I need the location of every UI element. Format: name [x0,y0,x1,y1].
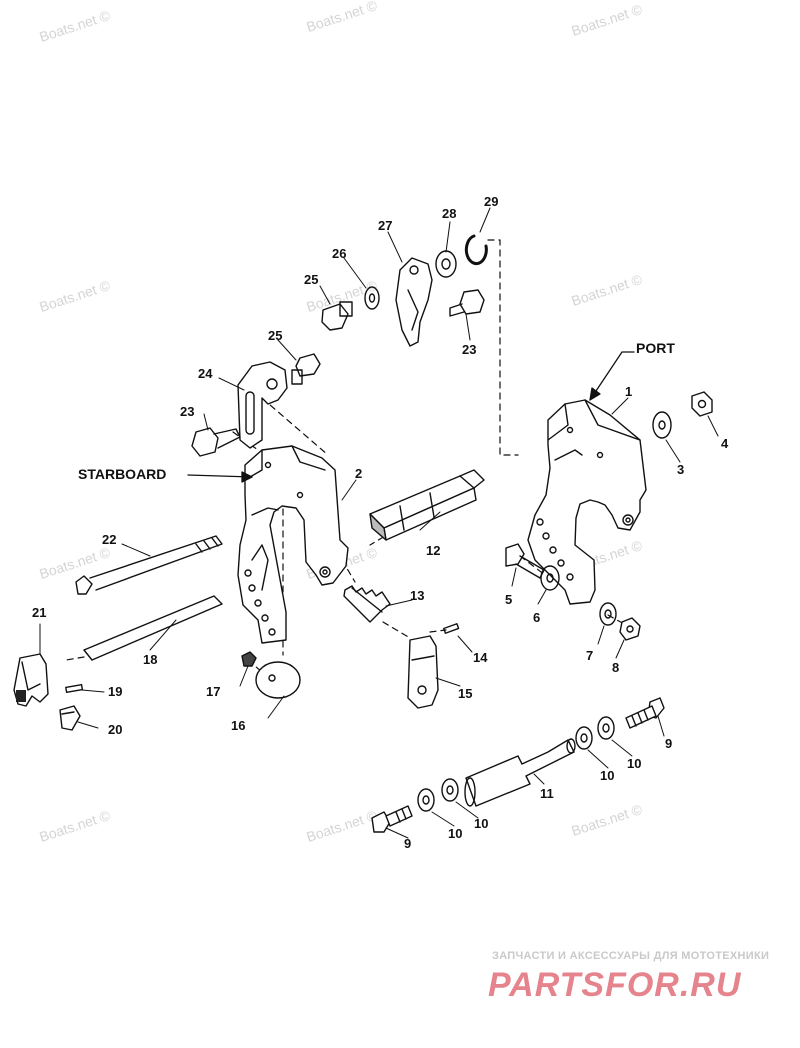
shaft-11 [464,738,576,807]
washer-26 [364,286,380,310]
brand-tagline: ЗАПЧАСТИ И АКСЕССУАРЫ ДЛЯ МОТОТЕХНИКИ [492,950,770,962]
part-callout-13: 13 [410,588,425,603]
part-callout-10-d: 10 [474,816,489,831]
part-callout-26: 26 [332,246,347,261]
part-callout-22: 22 [102,532,117,547]
starboard-bracket-2 [237,445,349,644]
part-callout-10-a: 10 [600,768,615,783]
part-callout-28: 28 [442,206,457,221]
washer-10-a [597,716,615,740]
clip-20 [59,705,81,731]
nut-4 [691,391,713,417]
part-callout-10-c: 10 [448,826,463,841]
part-callout-9-left: 9 [404,836,412,851]
bolt-9-right [625,697,665,729]
part-callout-3: 3 [677,462,685,477]
rod-18 [83,595,223,661]
brand-logo[interactable]: PARTSFOR.RU [488,966,742,1004]
part-callout-23-left: 23 [180,404,195,419]
part-callout-11: 11 [540,786,554,801]
pin-19 [65,683,84,694]
part-callout-10-b: 10 [627,756,642,771]
part-callout-2: 2 [355,466,363,481]
nut-8 [619,617,641,641]
side-arrows [187,351,635,483]
link-15 [407,635,439,709]
part-callout-1: 1 [625,384,633,399]
bolt-9-left [371,805,413,833]
disk-16 [255,661,301,699]
part-callout-5: 5 [505,592,513,607]
part-callout-8: 8 [612,660,620,675]
spring-13 [343,585,391,623]
snap-ring-29 [464,234,488,266]
washer-7 [599,602,617,626]
part-callout-21: 21 [32,605,47,620]
bolt-22 [75,535,223,595]
washer-10-c [441,778,459,802]
washer-6 [540,565,560,591]
washer-28 [435,250,457,278]
washer-10-d [417,788,435,812]
part-callout-18: 18 [143,652,158,667]
knob-25-left [291,353,321,385]
part-callout-20: 20 [108,722,123,737]
washer-3 [652,411,672,439]
handle-21 [13,653,49,707]
cylinder-12 [369,469,485,541]
part-callout-9-right: 9 [665,736,673,751]
bolt-23-left [191,427,241,457]
washer-10-b [575,726,593,750]
knob-25-right [321,301,353,331]
part-callout-19: 19 [108,684,123,699]
part-callout-15: 15 [458,686,473,701]
part-callout-25-lower: 25 [268,328,283,343]
part-callout-25-upper: 25 [304,272,319,287]
nut-17 [241,651,257,667]
part-callout-7: 7 [586,648,594,663]
part-callout-24: 24 [198,366,213,381]
leader-lines [39,207,719,839]
assembly-lines [65,239,627,673]
part-callout-17: 17 [206,684,221,699]
starboard-label: STARBOARD [78,466,167,482]
port-label: PORT [636,340,675,356]
port-bracket-1 [527,399,647,605]
part-callout-12: 12 [426,543,441,558]
part-callout-16: 16 [231,718,246,733]
part-callout-29: 29 [484,194,499,209]
part-callout-6: 6 [533,610,541,625]
bolt-23-right [449,289,485,317]
link-27 [395,257,433,347]
lever-24 [237,361,288,449]
part-callout-4: 4 [721,436,729,451]
part-callout-27: 27 [378,218,393,233]
part-callout-23-right: 23 [462,342,477,357]
part-callout-14: 14 [473,650,488,665]
pin-14 [443,623,460,634]
